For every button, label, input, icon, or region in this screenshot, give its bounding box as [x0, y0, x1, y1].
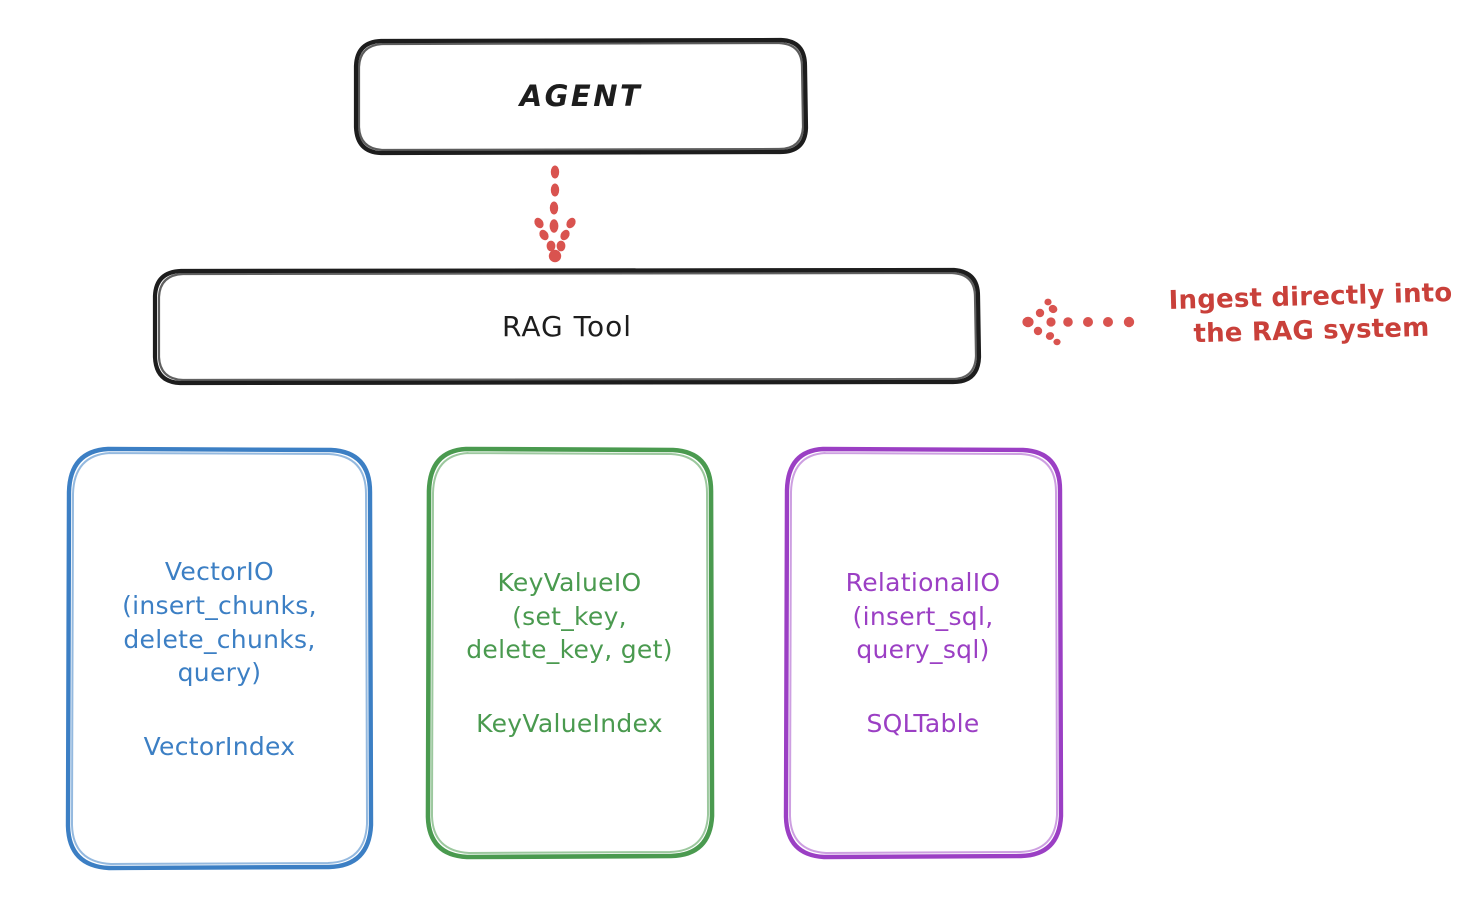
agent-label: AGENT: [519, 78, 643, 113]
key-value-io-content: KeyValueIO (set_key, delete_key, get) Ke…: [428, 566, 711, 738]
relational-io-sublabel: SQLTable: [866, 709, 980, 739]
node-vector-io[interactable]: VectorIO (insert_chunks, delete_chunks, …: [68, 448, 371, 868]
vector-io-sublabel: VectorIndex: [143, 732, 296, 761]
node-rag-tool[interactable]: RAG Tool: [155, 270, 979, 383]
relational-io-box-outline: [783, 446, 1064, 860]
rag-tool-label: RAG Tool: [502, 309, 632, 343]
relational-io-label: RelationalIO (insert_sql, query_sql): [845, 567, 1001, 665]
node-relational-io[interactable]: RelationalIO (insert_sql, query_sql) SQL…: [786, 448, 1060, 856]
node-agent[interactable]: AGENT: [356, 40, 806, 153]
relational-io-content: RelationalIO (insert_sql, query_sql) SQL…: [786, 566, 1060, 738]
ingest-arrow: [1022, 298, 1135, 346]
agent-box-outline: [353, 37, 809, 156]
key-value-io-sublabel: KeyValueIndex: [476, 709, 663, 739]
vector-io-box-outline: [65, 446, 374, 871]
key-value-io-label: KeyValueIO (set_key, delete_key, get): [466, 567, 673, 665]
rag-tool-box-outline: [152, 267, 982, 386]
ingest-annotation-text: Ingest directly into the RAG system: [1168, 278, 1453, 350]
key-value-io-box-outline: [425, 446, 715, 860]
node-key-value-io[interactable]: KeyValueIO (set_key, delete_key, get) Ke…: [428, 448, 711, 856]
vector-io-label: VectorIO (insert_chunks, delete_chunks, …: [122, 557, 317, 688]
agent-to-rag-arrow: [534, 165, 576, 263]
vector-io-content: VectorIO (insert_chunks, delete_chunks, …: [68, 555, 371, 761]
